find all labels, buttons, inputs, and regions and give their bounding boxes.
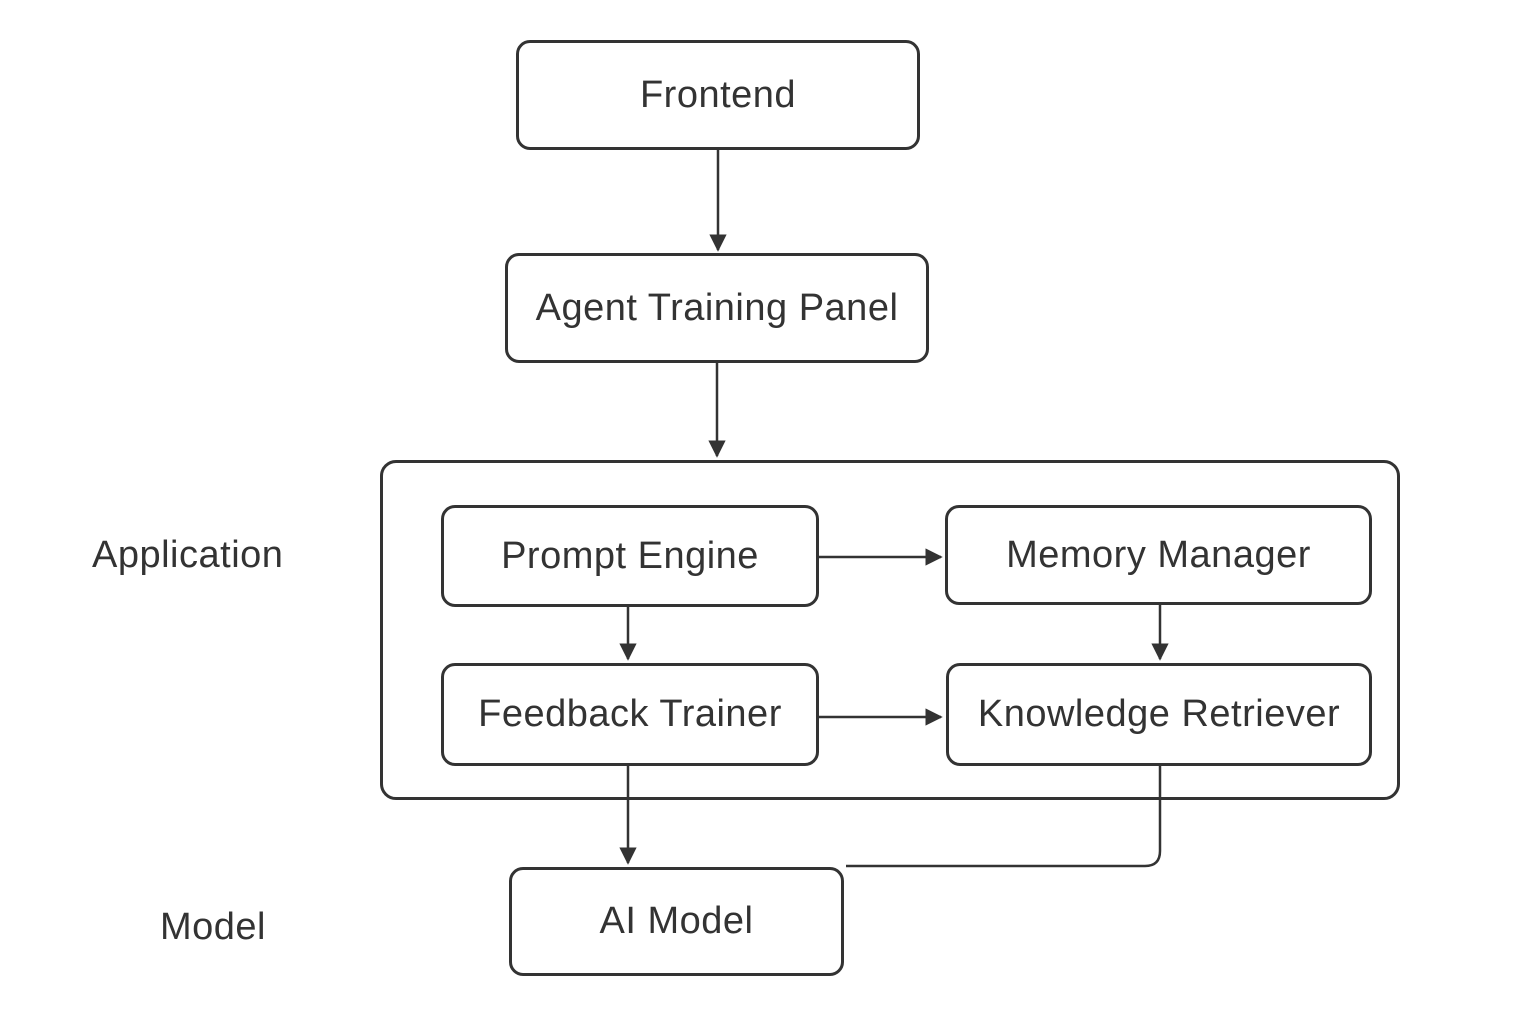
model-group-label: Model bbox=[160, 906, 266, 948]
node-ai-model-label: AI Model bbox=[599, 900, 754, 942]
node-feedback-trainer: Feedback Trainer bbox=[441, 663, 819, 766]
node-memory-manager-label: Memory Manager bbox=[1006, 533, 1311, 576]
node-agent-training-panel-label: Agent Training Panel bbox=[535, 286, 899, 329]
node-frontend: Frontend bbox=[516, 40, 920, 150]
node-frontend-label: Frontend bbox=[639, 73, 797, 116]
application-group-box bbox=[380, 460, 1400, 800]
node-ai-model: AI Model bbox=[509, 867, 844, 976]
node-feedback-trainer-label: Feedback Trainer bbox=[478, 693, 782, 735]
node-knowledge-retriever: Knowledge Retriever bbox=[946, 663, 1372, 766]
edge-knowledge-retriever-to-ai-model bbox=[846, 766, 1162, 868]
node-agent-training-panel: Agent Training Panel bbox=[505, 253, 929, 363]
node-memory-manager: Memory Manager bbox=[945, 505, 1372, 605]
node-prompt-engine-label: Prompt Engine bbox=[501, 534, 759, 577]
node-knowledge-retriever-label: Knowledge Retriever bbox=[977, 693, 1341, 735]
node-prompt-engine: Prompt Engine bbox=[441, 505, 819, 607]
application-group-label: Application bbox=[92, 534, 284, 576]
